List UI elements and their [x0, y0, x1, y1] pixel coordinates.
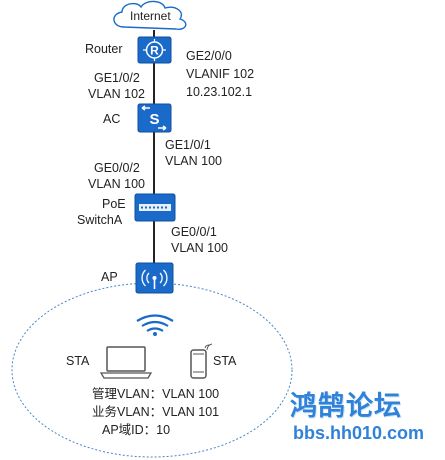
router-name-label: Router: [85, 42, 123, 56]
switch-uplink-vlan-label: VLAN 100: [88, 177, 145, 191]
switch-uplink-port-label: GE0/0/2: [94, 161, 140, 175]
switch-downlink-vlan-label: VLAN 100: [171, 241, 228, 255]
laptop-icon: [99, 346, 153, 379]
access-point-icon: [135, 262, 174, 294]
switch-downlink-port-label: GE0/0/1: [171, 225, 217, 239]
ac-switch-icon: S: [137, 103, 172, 133]
phone-icon: [190, 343, 213, 379]
router-port-label: GE2/0/0: [186, 49, 232, 63]
switch-name-label-line1: PoE: [102, 197, 126, 211]
sta-phone-label: STA: [213, 354, 237, 368]
ap-domain-label: AP域ID：10: [102, 423, 171, 437]
wifi-signal-icon: [136, 314, 174, 336]
internet-cloud-icon: [113, 0, 187, 30]
switch-name-label-line2: SwitchA: [77, 213, 123, 227]
ac-uplink-vlan-label: VLAN 102: [88, 87, 145, 101]
ac-downlink-vlan-label: VLAN 100: [165, 154, 222, 168]
mgmt-vlan-label: 管理VLAN：VLAN 100: [92, 387, 220, 401]
ac-uplink-port-label: GE1/0/2: [94, 71, 140, 85]
ac-downlink-port-label: GE1/0/1: [165, 138, 211, 152]
svg-text:S: S: [149, 111, 159, 128]
ap-name-label: AP: [101, 270, 118, 284]
watermark-title: 鸿鹄论坛: [290, 391, 402, 422]
router-vlanif-label: VLANIF 102: [186, 67, 255, 81]
service-vlan-label: 业务VLAN：VLAN 101: [92, 405, 220, 419]
internet-label: Internet: [130, 9, 171, 23]
sta-laptop-label: STA: [66, 354, 90, 368]
ac-name-label: AC: [103, 112, 121, 126]
router-icon: R: [137, 36, 172, 64]
watermark-url: bbs.hh010.com: [293, 423, 425, 443]
poe-switch-icon: [134, 193, 176, 222]
router-ip-label: 10.23.102.1: [186, 85, 253, 99]
svg-text:R: R: [150, 44, 159, 58]
